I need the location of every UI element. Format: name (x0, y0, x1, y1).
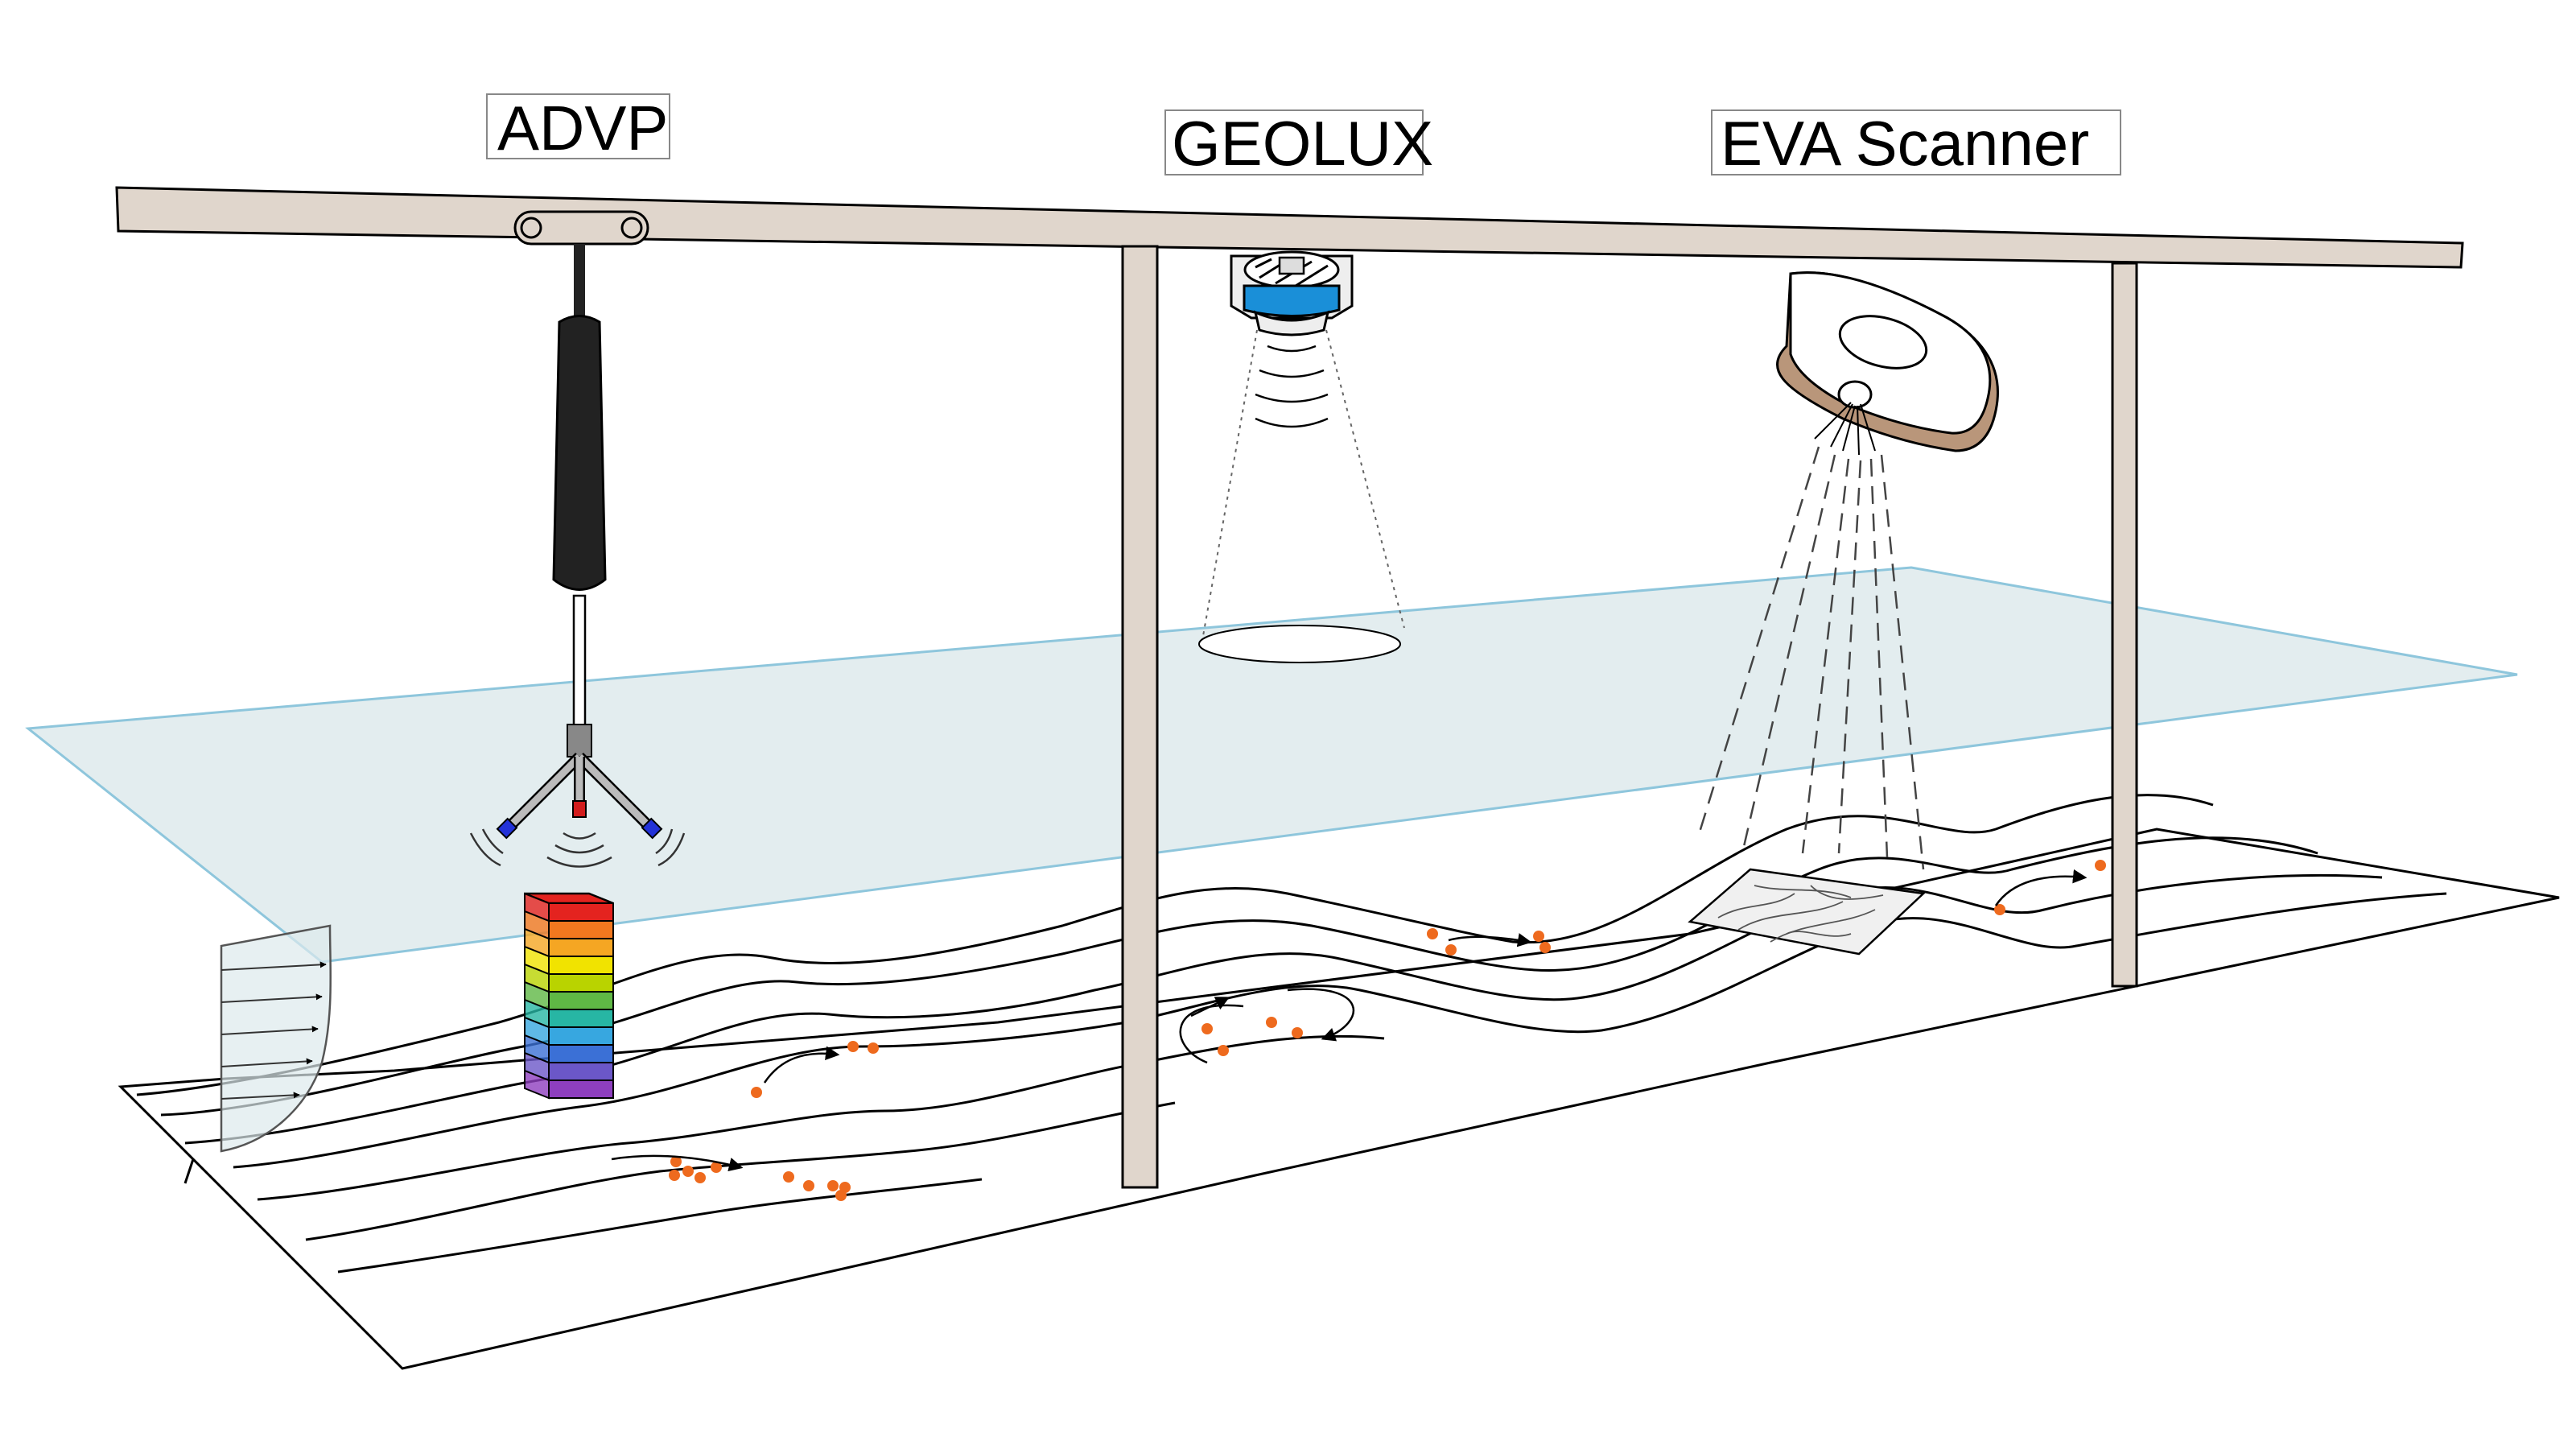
svg-text:GEOLUX: GEOLUX (1172, 108, 1433, 179)
velocity-bin (548, 938, 614, 957)
sediment-particle (827, 1180, 839, 1191)
gantry-frame (115, 186, 2464, 1189)
velocity-bin (548, 1044, 614, 1063)
sediment-particle (839, 1182, 851, 1193)
laser-scanner-icon (1688, 271, 1999, 956)
velocity-bin (548, 956, 614, 975)
sediment-particle (1445, 944, 1457, 956)
svg-text:ADVP: ADVP (497, 93, 668, 163)
label-advp: ADVP (486, 93, 670, 163)
sediment-particle (1292, 1027, 1303, 1038)
sediment-particles (669, 860, 2106, 1201)
velocity-bin (548, 1080, 614, 1099)
sediment-particle (1218, 1045, 1229, 1056)
sediment-particle (711, 1162, 722, 1173)
sediment-particle (1539, 942, 1551, 953)
sediment-particle (1533, 931, 1544, 942)
radar-sensor-icon (1198, 250, 1405, 663)
acoustic-waves (469, 828, 686, 868)
velocity-profile (220, 924, 332, 1153)
sediment-particle (669, 1170, 680, 1181)
advp-probe-icon (469, 210, 686, 868)
sediment-bed (117, 828, 2560, 1370)
sediment-particle (847, 1041, 859, 1052)
label-geolux: GEOLUX (1164, 108, 1433, 179)
sediment-particle (2095, 860, 2106, 871)
velocity-bin (548, 902, 614, 922)
flow-arrows (611, 869, 2088, 1172)
sediment-particle (1427, 928, 1438, 939)
sediment-particle (1266, 1017, 1277, 1028)
sediment-particle (682, 1166, 694, 1177)
velocity-bin (548, 920, 614, 939)
sediment-particle (751, 1087, 762, 1098)
velocity-bin (548, 1062, 614, 1081)
sediment-particle (1201, 1023, 1213, 1034)
sediment-particle (783, 1171, 794, 1183)
sediment-particle (670, 1156, 682, 1167)
svg-text:EVA Scanner: EVA Scanner (1721, 108, 2089, 179)
advp-velocity-bins (524, 892, 614, 1100)
velocity-bin (548, 1026, 614, 1046)
velocity-bin (548, 991, 614, 1010)
velocity-bin (548, 1009, 614, 1028)
sediment-particle (1994, 904, 2005, 915)
water-surface (25, 566, 2518, 964)
sediment-particle (694, 1172, 706, 1183)
sediment-particle (868, 1042, 879, 1054)
label-eva-scanner: EVA Scanner (1711, 108, 2121, 179)
velocity-bin (548, 973, 614, 993)
sediment-particle (803, 1180, 814, 1191)
velocity-bin-side (524, 1069, 550, 1100)
